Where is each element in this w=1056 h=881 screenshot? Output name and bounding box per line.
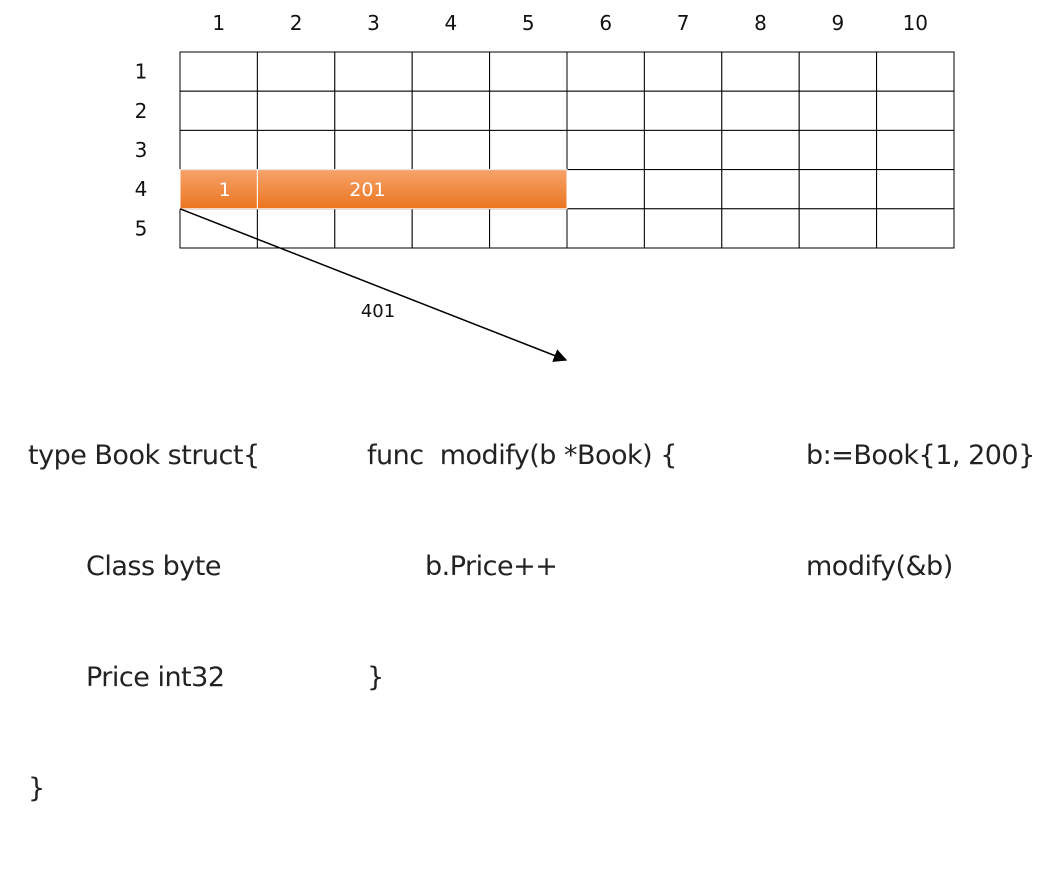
func-close-brace: }: [367, 662, 384, 693]
grid-cell-r3-c3: [334, 129, 413, 171]
grid-cell-r3-c10: [876, 129, 955, 171]
row-labels: 1 2 3 4 5: [135, 60, 148, 241]
column-label-1: 1: [212, 11, 225, 35]
grid-cell-r3-c7: [643, 129, 723, 171]
grid-cell-r1-c5: [489, 51, 568, 92]
pointer-line: [179, 208, 568, 362]
grid-cell-r2-c3: [334, 90, 413, 131]
highlighted-struct-cells: 1 201: [179, 169, 568, 210]
column-labels: 1 2 3 4 5 6 7 8 9 10: [212, 11, 928, 35]
func-body: b.Price++: [425, 551, 558, 582]
struct-field-class: Class byte: [86, 551, 221, 582]
column-label-6: 6: [599, 11, 612, 35]
grid-cell-r2-c6: [566, 90, 645, 131]
grid-cell-r4-c6: [566, 169, 645, 210]
pointer-arrow: 401: [179, 208, 568, 362]
grid-cell-r3-c6: [566, 129, 645, 171]
grid-cell-r3-c8: [721, 129, 800, 171]
row-label-3: 3: [135, 138, 148, 162]
grid-cell-r2-c1: [179, 90, 258, 131]
grid-cell-r3-c4: [411, 129, 491, 171]
column-label-8: 8: [754, 11, 767, 35]
grid-cell-r5-c3: [334, 208, 413, 249]
column-label-4: 4: [445, 11, 458, 35]
grid-cell-r5-c5: [489, 208, 568, 249]
grid-cell-r4-c9: [798, 169, 878, 210]
pointer-address-label: 401: [361, 301, 395, 322]
modify-call: modify(&b): [806, 551, 953, 582]
column-label-5: 5: [522, 11, 535, 35]
grid-cell-r3-c1: [179, 129, 258, 171]
row-label-2: 2: [135, 99, 148, 123]
diagram-canvas: 1 2 3 4 5 6 7 8 9 10 1 2 3 4 5 1 201 401 type Book str…: [28, 11, 1035, 804]
grid-cell-r5-c6: [566, 208, 645, 249]
grid-cell-r2-c9: [798, 90, 878, 131]
grid-cell-r1-c10: [876, 51, 955, 92]
struct-header: type Book struct{: [28, 440, 260, 471]
grid-cell-r5-c10: [876, 208, 955, 249]
column-label-3: 3: [367, 11, 380, 35]
call-site: b:=Book{1, 200} modify(&b): [806, 363, 1035, 659]
price-field-value: 201: [349, 179, 385, 201]
grid-cell-r1-c6: [566, 51, 645, 92]
grid-cell-r5-c9: [798, 208, 878, 249]
grid-cell-r2-c4: [411, 90, 491, 131]
row-label-4: 4: [135, 177, 148, 201]
row-label-5: 5: [135, 216, 148, 240]
column-label-2: 2: [290, 11, 303, 35]
grid-cell-r1-c3: [334, 51, 413, 92]
grid-cells: [179, 51, 955, 249]
struct-field-price: Price int32: [86, 662, 225, 693]
grid-cell-r2-c10: [876, 90, 955, 131]
grid-cell-r3-c9: [798, 129, 878, 171]
grid-cell-r3-c2: [256, 129, 336, 171]
struct-definition: type Book struct{ Class byte Price int32…: [28, 363, 260, 881]
grid-cell-r2-c8: [721, 90, 800, 131]
class-field-value: 1: [219, 179, 231, 201]
grid-cell-r2-c5: [489, 90, 568, 131]
grid-cell-r2-c7: [643, 90, 723, 131]
grid-cell-r1-c7: [643, 51, 723, 92]
struct-close-brace: }: [28, 773, 45, 804]
grid-cell-r1-c1: [179, 51, 258, 92]
grid-cell-r5-c2: [256, 208, 336, 249]
column-label-7: 7: [677, 11, 690, 35]
grid-cell-r5-c7: [643, 208, 723, 249]
class-field-cell: [179, 169, 258, 210]
row-label-1: 1: [135, 60, 148, 84]
column-label-9: 9: [832, 11, 845, 35]
grid-cell-r5-c1: [179, 208, 258, 249]
grid-cell-r1-c2: [256, 51, 336, 92]
grid-cell-r4-c8: [721, 169, 800, 210]
grid-cell-r2-c2: [256, 90, 336, 131]
price-field-cell: [256, 169, 568, 210]
column-label-10: 10: [903, 11, 928, 35]
function-definition: func modify(b *Book) { b.Price++ }: [367, 363, 677, 770]
grid-cell-r4-c10: [876, 169, 955, 210]
grid-cell-r1-c8: [721, 51, 800, 92]
grid-cell-r1-c4: [411, 51, 491, 92]
grid-cell-r1-c9: [798, 51, 878, 92]
grid-cell-r5-c8: [721, 208, 800, 249]
func-signature: func modify(b *Book) {: [367, 440, 677, 471]
struct-literal: b:=Book{1, 200}: [806, 440, 1035, 471]
grid-cell-r4-c7: [643, 169, 723, 210]
memory-grid: 1 2 3 4 5 6 7 8 9 10 1 2 3 4 5 1 201 401: [135, 11, 955, 362]
grid-cell-r3-c5: [489, 129, 568, 171]
grid-cell-r5-c4: [411, 208, 491, 249]
